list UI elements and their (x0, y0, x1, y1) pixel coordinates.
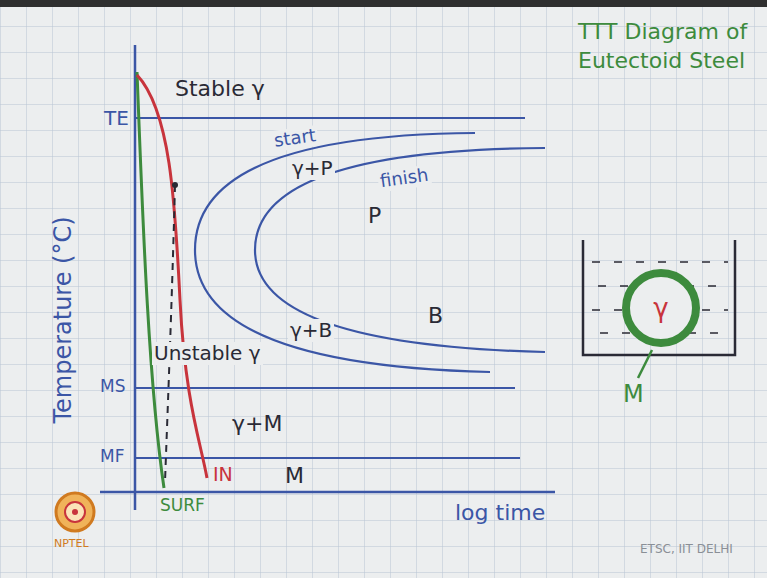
logo-ring (65, 502, 85, 522)
axis-tick-label: MF (100, 447, 124, 467)
region-label: γ+B (288, 319, 334, 342)
region-label: Unstable γ (152, 342, 263, 365)
dashed-cooling-curve (165, 185, 175, 482)
curve-label: IN (213, 464, 233, 486)
region-label: Stable γ (175, 76, 265, 101)
axis-title: Temperature (°C) (50, 216, 78, 423)
axis-tick-label: TE (104, 107, 129, 130)
water-line (592, 261, 728, 263)
diagram-title: TTT Diagram of Eutectoid Steel (578, 18, 756, 75)
logo-center (72, 509, 78, 515)
mf-line (135, 457, 520, 459)
callout-label: M (623, 381, 644, 409)
axis-title: log time (455, 500, 545, 525)
logo-text: NPTEL (54, 538, 89, 551)
time-axis (100, 491, 555, 494)
curve-label: start (271, 125, 319, 152)
board-edge (0, 0, 767, 7)
surface-cooling-curve (137, 72, 164, 488)
region-label: M (285, 463, 304, 488)
temperature-axis (134, 45, 137, 510)
region-label: P (368, 203, 381, 228)
circle-shape (626, 273, 696, 343)
region-label: γ+M (232, 411, 282, 436)
logo-disc (56, 493, 94, 531)
leader-line (638, 350, 652, 378)
region-label: γ+P (290, 157, 335, 180)
region-label: B (428, 303, 443, 328)
curve-label: SURF (160, 496, 205, 516)
curve-dot (172, 182, 178, 188)
eutectoid-line (135, 117, 525, 119)
curve-label: finish (377, 164, 432, 192)
axis-tick-label: MS (100, 377, 125, 397)
specimen-circle: γ (621, 268, 701, 348)
watermark: ETSC, IIT DELHI (640, 543, 733, 557)
finish-curve (255, 148, 545, 352)
node-text: γ (653, 294, 668, 323)
ms-line (135, 387, 515, 389)
quench-tank (583, 240, 735, 355)
